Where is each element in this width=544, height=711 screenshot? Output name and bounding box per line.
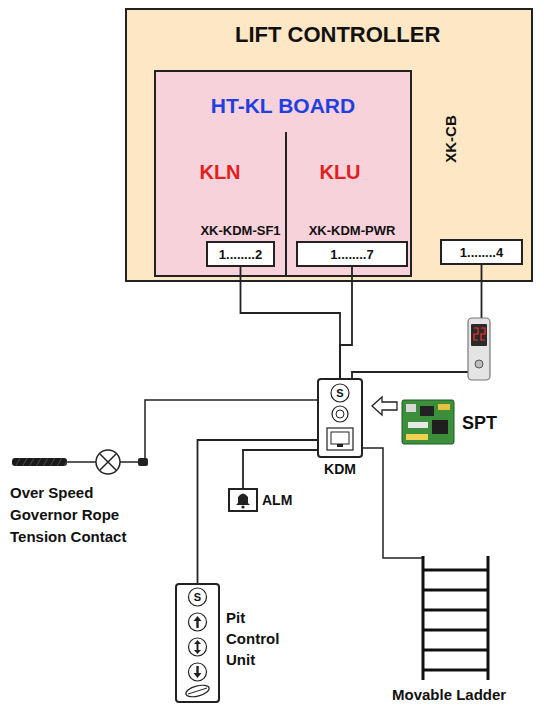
pcb-chip bbox=[432, 420, 448, 434]
button-core bbox=[336, 410, 344, 418]
board-box: HT-KL BOARDXK-KDM-SF11........2XK-KDM-PW… bbox=[154, 70, 412, 277]
pcb-connector bbox=[406, 434, 428, 440]
stop-ring bbox=[331, 384, 349, 402]
pcb-part bbox=[406, 404, 416, 412]
updown-arrow bbox=[194, 640, 201, 654]
wire bbox=[363, 448, 423, 558]
node-label: 1........7 bbox=[298, 247, 406, 262]
part-label: KLU bbox=[319, 161, 360, 184]
ladder-rungs bbox=[423, 570, 488, 670]
button-ring bbox=[332, 406, 348, 422]
contact-symbol bbox=[96, 450, 120, 474]
contact-cross bbox=[100, 454, 116, 470]
node-heading: XK-KDM-PWR bbox=[309, 223, 396, 238]
pit-control-box: SPit Control Unit bbox=[175, 583, 220, 703]
node-label: HT-KL BOARD bbox=[156, 94, 410, 118]
rj-jack bbox=[327, 428, 353, 450]
node-label: KDM bbox=[324, 461, 356, 477]
contact-end bbox=[138, 458, 148, 466]
kdm-box: SKDM bbox=[317, 378, 363, 458]
stop-ring bbox=[189, 588, 207, 606]
ladder-rung bbox=[423, 589, 488, 592]
board-divider bbox=[285, 132, 287, 275]
part-label: KLN bbox=[199, 161, 240, 184]
kdm-fill bbox=[317, 378, 363, 458]
connector-box: XK-KDM-PWR1........7 bbox=[296, 241, 408, 267]
ladder-rung bbox=[423, 669, 488, 672]
node-heading: XK-KDM-SF1 bbox=[200, 223, 280, 238]
node-heading: S bbox=[194, 592, 201, 603]
wire bbox=[120, 461, 140, 463]
connectors bbox=[198, 265, 482, 583]
ladder-rung bbox=[423, 609, 488, 612]
down-button bbox=[189, 663, 207, 681]
connector-box: XK-CB1........4 bbox=[440, 239, 523, 265]
panel-fill bbox=[154, 70, 412, 277]
ladder-rung bbox=[423, 569, 488, 572]
spt-board bbox=[372, 397, 454, 444]
alarm-fill bbox=[228, 488, 258, 512]
node-label: ALM bbox=[262, 492, 292, 508]
wire bbox=[145, 400, 317, 458]
ladder-rail bbox=[487, 556, 490, 680]
rj-socket bbox=[331, 432, 349, 444]
wire-connector bbox=[241, 267, 341, 378]
pit-stop-switch bbox=[188, 688, 207, 694]
movable-ladder bbox=[363, 448, 488, 680]
insert-arrow bbox=[372, 397, 397, 415]
wire bbox=[67, 461, 96, 463]
ladder-rung bbox=[423, 649, 488, 652]
up-arrow bbox=[194, 616, 202, 628]
ladder-rail bbox=[422, 556, 425, 680]
indicator-body bbox=[468, 318, 490, 380]
pcb-part bbox=[438, 404, 450, 410]
kdm-icons bbox=[317, 378, 363, 458]
wire-connector bbox=[340, 267, 352, 378]
pcb-part bbox=[408, 422, 428, 428]
indicator-display bbox=[471, 324, 487, 346]
hall-indicator bbox=[468, 318, 490, 380]
pit-icons bbox=[175, 583, 220, 703]
node-label: Pit Control Unit bbox=[226, 607, 290, 670]
panel-fill bbox=[125, 8, 533, 282]
wire-connector bbox=[198, 440, 318, 583]
pcb bbox=[402, 400, 454, 444]
part-label: Movable Ladder bbox=[392, 686, 506, 703]
common-button bbox=[189, 638, 207, 656]
part-label: Over Speed Governor Rope Tension Contact bbox=[10, 482, 144, 548]
wire-connector bbox=[243, 450, 317, 488]
up-button bbox=[189, 613, 207, 631]
down-arrow bbox=[194, 666, 202, 678]
node-label: LIFT CONTROLLER bbox=[235, 22, 440, 48]
governor-rope bbox=[12, 458, 67, 466]
rj-tab bbox=[337, 444, 343, 447]
node-heading: XK-CB bbox=[442, 115, 459, 163]
bell bbox=[236, 494, 250, 506]
part-label: SPT bbox=[462, 413, 497, 434]
pcb-chip bbox=[420, 406, 434, 416]
node-label: 1........2 bbox=[208, 247, 273, 262]
panel-fills bbox=[125, 8, 533, 282]
alarm-box: ALM bbox=[228, 488, 258, 512]
node-label: 1........4 bbox=[442, 245, 521, 260]
alarm-icon bbox=[228, 488, 258, 512]
ladder-rung bbox=[423, 629, 488, 632]
bell-clapper bbox=[241, 505, 244, 508]
node-heading: S bbox=[336, 388, 343, 399]
pit-stop-switch bbox=[185, 683, 211, 699]
controller-box: LIFT CONTROLLERHT-KL BOARDXK-KDM-SF11...… bbox=[125, 8, 533, 282]
pit-fill bbox=[175, 583, 220, 703]
indicator-digits bbox=[474, 328, 485, 340]
governor-contact bbox=[12, 400, 317, 474]
connector-box: XK-KDM-SF11........2 bbox=[206, 241, 275, 267]
call-button bbox=[475, 360, 483, 368]
